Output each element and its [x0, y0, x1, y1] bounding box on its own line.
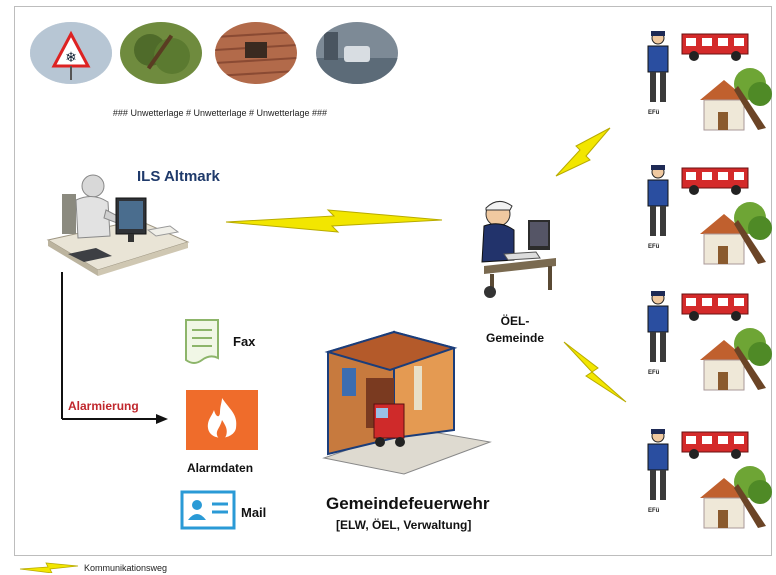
gemeindefeuerwehr-title: Gemeindefeuerwehr	[326, 494, 490, 513]
firefighter-icon	[647, 31, 669, 102]
diagram-frame	[14, 6, 772, 556]
firefighter-icon	[647, 165, 669, 236]
storm-damaged-house-icon	[700, 68, 772, 131]
fire-icon	[186, 390, 258, 450]
efu-unit: EFü	[640, 30, 776, 140]
efu-label: EFü	[648, 370, 660, 376]
fire-truck-icon	[681, 167, 749, 195]
efu-unit: EFü	[640, 164, 776, 274]
lightning-oel-efu2-icon	[563, 341, 627, 403]
fax-label: Fax	[233, 334, 256, 349]
oel-gemeinde-label: ÖEL- Gemeinde	[470, 313, 560, 347]
efu-unit: EFü	[640, 290, 776, 400]
fire-truck-icon	[681, 431, 749, 459]
efu-unit: EFü	[640, 428, 776, 538]
legend-label: Kommunikationsweg	[84, 563, 168, 573]
alarmierung-label: Alarmierung	[68, 399, 139, 413]
oel-operator-icon	[481, 201, 556, 298]
firefighter-icon	[647, 291, 669, 362]
lightning-oel-efu1-icon	[555, 127, 611, 177]
fax-icon	[185, 319, 219, 364]
flood-image	[316, 22, 398, 84]
alarmierung-arrow	[61, 272, 168, 424]
gemeindefeuerwehr-subtitle: [ELW, ÖEL, Verwaltung]	[336, 518, 472, 532]
storm-tree-image	[120, 22, 202, 84]
firefighter-icon	[647, 429, 669, 500]
weather-banner: ### Unwetterlage # Unwetterlage # Unwett…	[112, 108, 328, 118]
legend-lightning-icon	[19, 562, 79, 573]
mail-label: Mail	[241, 505, 267, 520]
fire-truck-icon	[681, 293, 749, 321]
storm-damaged-house-icon	[700, 466, 772, 529]
roof-damage-image	[215, 22, 297, 84]
fire-truck-icon	[681, 33, 749, 61]
fire-station-icon	[322, 330, 492, 475]
svg-text:❄: ❄	[65, 50, 77, 66]
dispatcher-workstation-icon	[46, 174, 190, 276]
oel-label-line1: ÖEL-	[500, 314, 530, 328]
efu-label: EFü	[648, 110, 660, 116]
efu-label: EFü	[648, 244, 660, 250]
storm-damaged-house-icon	[700, 202, 772, 265]
lightning-ils-oel-icon	[225, 209, 443, 233]
frost-warning-image: ❄	[30, 22, 112, 84]
storm-damaged-house-icon	[700, 328, 772, 391]
ils-title: ILS Altmark	[137, 168, 220, 185]
efu-label: EFü	[648, 508, 660, 514]
alarmdaten-label: Alarmdaten	[187, 461, 254, 475]
mail-contact-icon	[180, 490, 236, 530]
oel-label-line2: Gemeinde	[485, 331, 545, 345]
